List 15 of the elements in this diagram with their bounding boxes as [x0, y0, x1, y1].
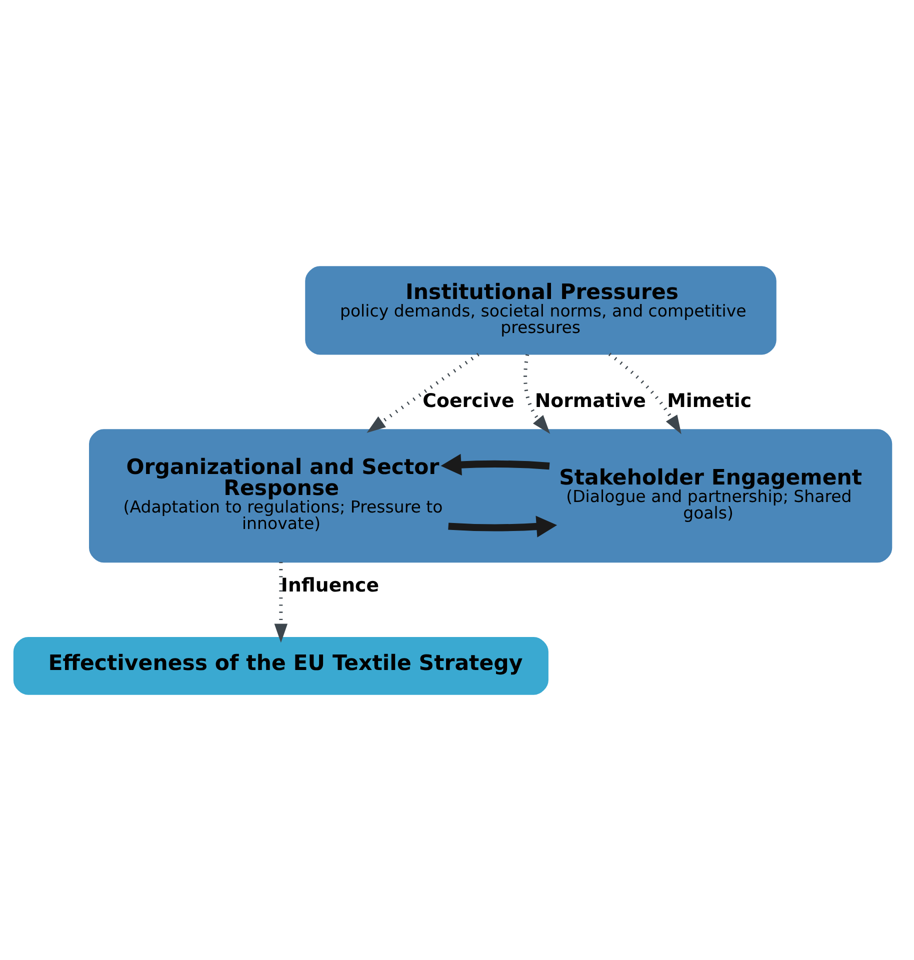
arrow — [366, 352, 479, 432]
edge-label: Normative — [534, 390, 646, 412]
node-box: Institutional Pressures policy demands, societal norms, and competitive pressures — [304, 266, 776, 354]
arrow — [448, 515, 557, 537]
edge-label: Influence — [280, 574, 379, 596]
arrow — [608, 352, 681, 434]
edge-label: Coercive — [422, 390, 514, 412]
arrow — [274, 562, 288, 642]
node-text: Organizational and Sector Response (Adaptation to regulations; Pressure to innovate) — [122, 454, 442, 533]
arrow — [523, 354, 550, 434]
node-box: Effectiveness of the EU Textile Strategy — [12, 636, 548, 694]
cluster — [88, 428, 892, 562]
node-text: Stakeholder Engagement (Dialogue and partnership; Shared goals) — [558, 465, 862, 522]
arrow — [440, 453, 550, 476]
edge-label: Mimetic — [666, 390, 752, 412]
